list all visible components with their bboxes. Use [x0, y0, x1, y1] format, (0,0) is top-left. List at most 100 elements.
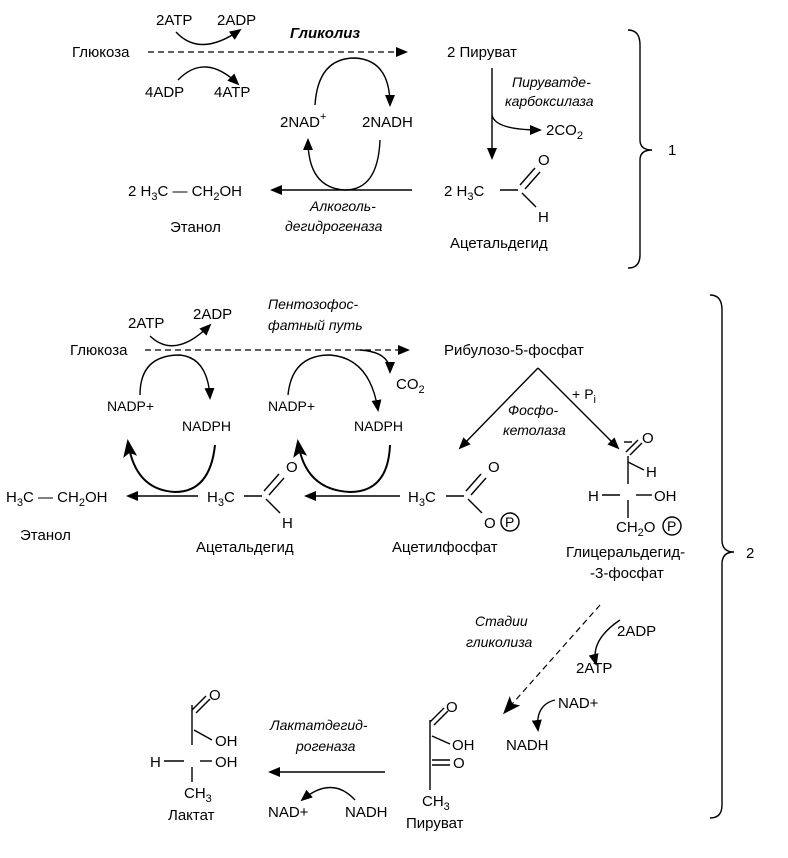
- nadp-plus-label-b: NADP+: [268, 398, 315, 414]
- stages-label-line1: Стадии: [475, 613, 528, 629]
- stages-nadh-label: NADH: [506, 737, 549, 754]
- pyruvate-label: 2 Пируват: [447, 44, 517, 61]
- panel-1: Глюкоза 2ATP 2ADP 4ADP 4ATP Гликолиз 2 П…: [72, 12, 676, 269]
- stages-nad-label: NAD+: [558, 695, 599, 712]
- p2-acetaldehyde-o: O: [286, 459, 298, 476]
- stages-label-line2: гликолиза: [466, 634, 533, 650]
- ethanol-formula: 2 H3C — CH2OH: [128, 183, 242, 203]
- pdc-label-line1: Пируватде-: [512, 74, 591, 90]
- pyr-o: O: [446, 699, 458, 716]
- g3p-name-line1: Глицеральдегид-: [566, 544, 685, 561]
- pyr-oh: OH: [452, 737, 475, 754]
- g3p-o: O: [642, 430, 654, 447]
- ldh-label-line2: рогеназа: [295, 738, 356, 754]
- pyr-double-a: [429, 707, 445, 723]
- ppp-label-line2: фатный путь: [268, 317, 363, 333]
- glycolysis-stages-dashed-arrow: [503, 604, 601, 715]
- phosphoketolase-label-line1: Фосфо-: [508, 402, 559, 418]
- acetaldehyde-o: O: [538, 152, 550, 169]
- lactate-name: Лактат: [168, 807, 215, 824]
- nadh-label: 2NADH: [362, 114, 413, 131]
- acp-double-b: [470, 477, 487, 496]
- p2-atp-adp-curved-arrow: [149, 323, 212, 347]
- acp-phosphate-p: P: [505, 514, 514, 530]
- phosphoketolase-arrow-right: [537, 367, 620, 450]
- adh-label-line2: дегидрогеназа: [285, 218, 383, 234]
- ppp-label-line1: Пентозофос-: [268, 296, 359, 312]
- nad-reduction-curved-arrow: [314, 57, 395, 107]
- pyruvate-name: Пируват: [406, 815, 464, 832]
- co2-release-arrow-2: [359, 349, 395, 374]
- g3p-oh: OH: [654, 488, 677, 505]
- glucose-label: Глюкоза: [72, 44, 130, 61]
- p2-acetaldehyde-formula: H3C: [207, 489, 235, 509]
- g3p-ch2o: CH2O: [616, 519, 655, 539]
- lac-oh: OH: [215, 733, 238, 750]
- atp-adp-curved-arrow: [175, 28, 242, 46]
- p2-glucose-label: Глюкоза: [70, 342, 128, 359]
- pyr-o2: O: [453, 755, 465, 772]
- ldh-label-line1: Лактатдегид-: [269, 717, 368, 733]
- phosphoketolase-label-line2: кетолаза: [503, 422, 566, 438]
- g3p-phosphate-p: P: [667, 518, 676, 534]
- nad-nadh-arrow: [531, 699, 556, 732]
- adp-atp-curved-arrow: [177, 66, 240, 86]
- acp-double-a: [465, 473, 482, 492]
- acp-o2: O: [484, 515, 496, 532]
- bracket-1: [627, 29, 653, 269]
- acetylphosphate-name: Ацетилфосфат: [392, 539, 498, 556]
- p2-ethanol-formula: H3C — CH2OH: [6, 489, 107, 509]
- acetaldehyde-h-bond: [521, 192, 537, 208]
- nadph-oxidation-arrow-a: [123, 439, 216, 494]
- phosphoketolase-arrow-left: [458, 367, 539, 450]
- p2-acetaldehyde-h: H: [282, 515, 293, 532]
- atp-out-label: 4ATP: [214, 84, 250, 101]
- nadp-reduction-arrow-b: [287, 354, 382, 412]
- acetaldehyde-name: Ацетальдегид: [450, 235, 548, 252]
- nadh-oxidation-curved-arrow: [303, 138, 381, 191]
- p2-acetaldehyde-double-a: [263, 473, 280, 492]
- glycolysis-label: Гликолиз: [290, 25, 360, 42]
- p2-ethanol-name: Этанол: [20, 527, 71, 544]
- pyr-double-b: [433, 710, 449, 726]
- g3p-double-b: [629, 442, 643, 456]
- nadh-nad-curved-arrow: [300, 786, 356, 802]
- co2-release-arrow: [491, 114, 542, 135]
- p2-atp-in-label: 2ATP: [128, 315, 164, 332]
- pi-label: +Pi: [572, 386, 596, 406]
- lac-double-a: [191, 695, 207, 711]
- adp-atp-arrow-2: [588, 619, 621, 666]
- lac-double-b: [195, 698, 211, 714]
- p2-acetaldehyde-double-b: [268, 477, 285, 496]
- p2-acetaldehyde-h-bond: [265, 498, 281, 514]
- ethanol-name: Этанол: [170, 219, 221, 236]
- ldh-nad-label: NAD+: [268, 804, 309, 821]
- bracket-2-label: 2: [746, 545, 754, 562]
- lac-oh-bond: [193, 729, 213, 741]
- lac-ch3: CH3: [184, 785, 212, 805]
- acp-o: O: [488, 459, 500, 476]
- nad-plus-label: 2NAD+: [280, 111, 326, 131]
- g3p-h: H: [646, 464, 657, 481]
- adh-label-line1: Алкоголь-: [309, 198, 376, 214]
- nadp-plus-label-a: NADP+: [107, 398, 154, 414]
- p2-adp-out-label: 2ADP: [193, 306, 232, 323]
- pyr-ch3: CH3: [422, 793, 450, 813]
- acetaldehyde-h: H: [538, 209, 549, 226]
- lac-o: O: [209, 687, 221, 704]
- g3p-h-bond: [627, 461, 645, 471]
- adp-in-label: 4ADP: [145, 84, 184, 101]
- bracket-1-label: 1: [668, 142, 676, 159]
- g3p-name-line2: -3-фосфат: [590, 565, 664, 582]
- acetaldehyde-double-bond-a: [519, 167, 536, 186]
- acetaldehyde-formula: 2 H3C: [444, 183, 484, 203]
- lac-oh2: OH: [215, 754, 238, 771]
- nadp-reduction-arrow-a: [139, 354, 215, 400]
- stages-atp-label: 2ATP: [576, 660, 612, 677]
- g3p-h2: H: [588, 488, 599, 505]
- ribulose-label: Рибулозо-5-фосфат: [444, 342, 584, 359]
- nadph-label-b: NADPH: [354, 418, 403, 434]
- atp-in-label: 2ATP: [156, 12, 192, 29]
- acetylphosphate-formula: H3C: [408, 489, 436, 509]
